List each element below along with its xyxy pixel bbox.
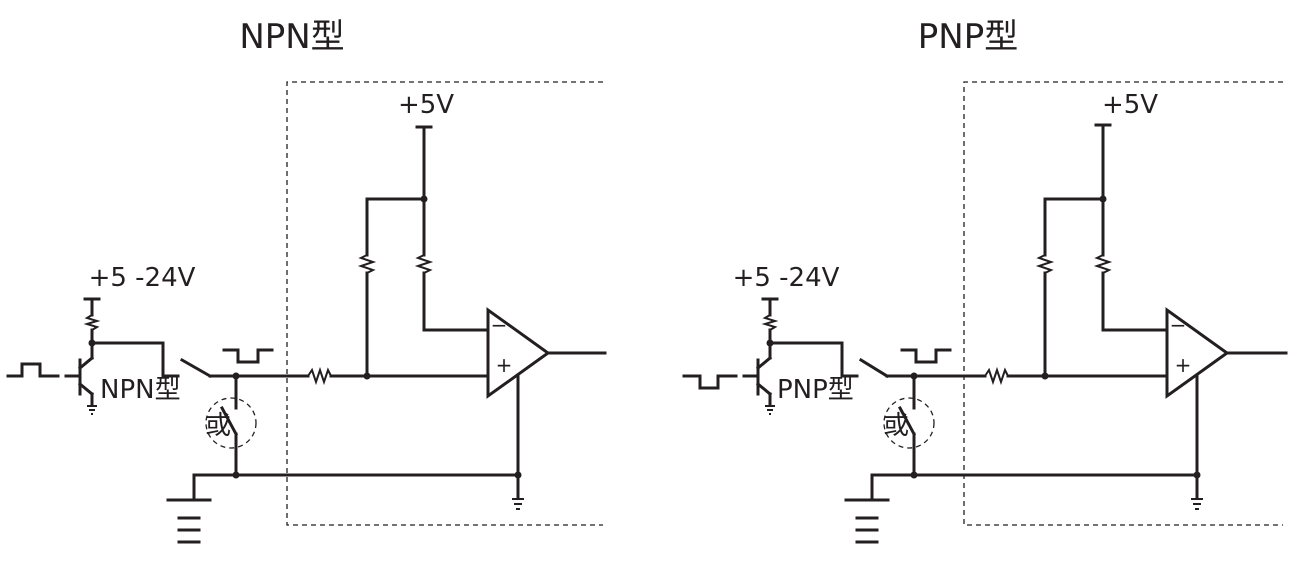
alt-switch-circle bbox=[883, 397, 935, 449]
pnp-title: PNP型 bbox=[918, 17, 1018, 57]
opamp-plus-label: + bbox=[1175, 353, 1192, 377]
alt-label: 或 bbox=[883, 411, 909, 441]
pnp-circuit: PNP型 +5V − + +5 -24V bbox=[682, 17, 1288, 544]
resistor-vertical bbox=[414, 254, 434, 274]
opamp-minus-label: − bbox=[491, 313, 508, 337]
pullup-resistor bbox=[761, 314, 779, 331]
resistor-vertical bbox=[1035, 254, 1055, 274]
resistor-vertical bbox=[1093, 254, 1113, 274]
alt-label: 或 bbox=[205, 411, 231, 441]
npn-circuit: NPN型 +5V − + +5 -24V bbox=[6, 17, 607, 544]
npn-title: NPN型 bbox=[239, 17, 344, 57]
opamp-minus-label: − bbox=[1170, 313, 1187, 337]
resistor-vertical bbox=[357, 254, 377, 274]
transistor-collector bbox=[755, 381, 773, 397]
opamp-supply-label: +5V bbox=[398, 90, 454, 120]
transistor-type-label: NPN型 bbox=[100, 375, 181, 405]
module-boundary bbox=[286, 81, 603, 526]
input-resistor bbox=[984, 366, 1009, 386]
input-resistor bbox=[307, 366, 332, 386]
opamp-plus-label: + bbox=[496, 353, 513, 377]
sensor-supply-label: +5 -24V bbox=[89, 263, 196, 293]
transistor-emitter bbox=[77, 381, 95, 397]
pullup-resistor bbox=[83, 314, 101, 331]
sensor-supply-label: +5 -24V bbox=[733, 263, 840, 293]
pulse-signal-icon bbox=[900, 348, 952, 364]
opamp-supply-label: +5V bbox=[1102, 90, 1158, 120]
switch-blade bbox=[179, 357, 213, 379]
alt-switch-blade bbox=[219, 405, 239, 437]
transistor-emitter bbox=[755, 355, 773, 371]
switch-blade bbox=[858, 357, 890, 379]
transistor-collector bbox=[77, 355, 95, 371]
pulse-signal-icon bbox=[222, 348, 274, 364]
alt-switch-blade bbox=[897, 405, 917, 437]
alt-switch-circle bbox=[205, 397, 257, 449]
transistor-type-label: PNP型 bbox=[777, 375, 854, 405]
pulse-signal-icon bbox=[6, 362, 60, 378]
pulse-signal-icon bbox=[682, 374, 738, 390]
junction bbox=[1041, 372, 1049, 380]
module-boundary bbox=[963, 81, 1283, 526]
junction bbox=[363, 372, 371, 380]
